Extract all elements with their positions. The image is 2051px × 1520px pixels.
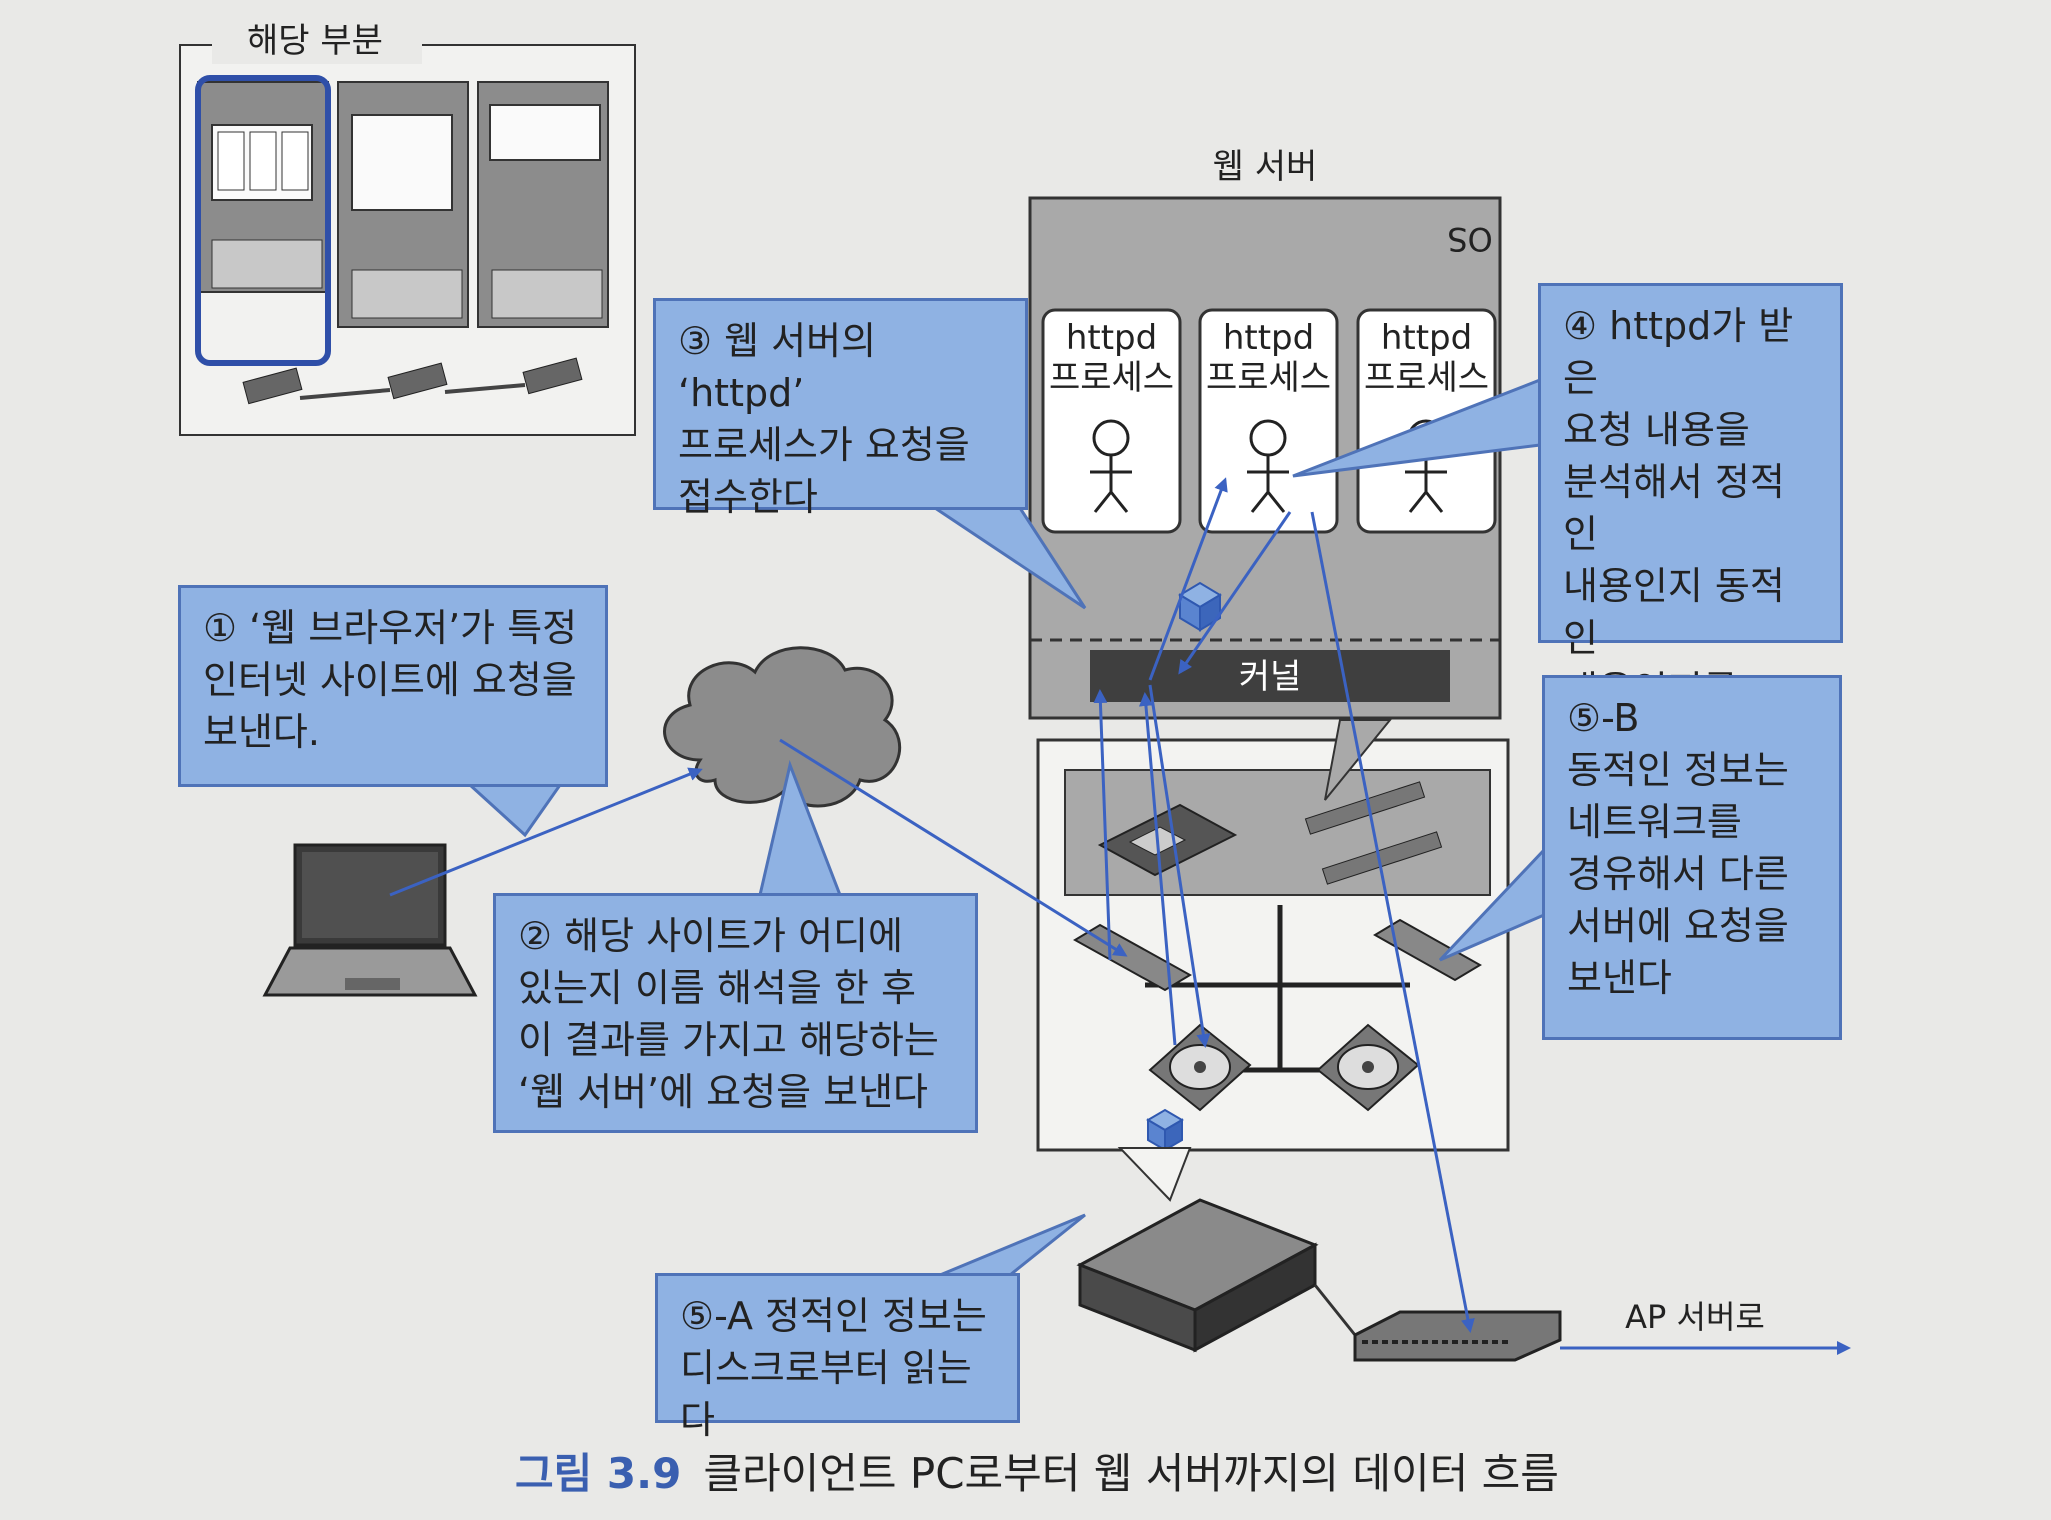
callout-step3: ③ 웹 서버의 ‘httpd’ 프로세스가 요청을 접수한다: [653, 298, 1028, 519]
highlight-frame: [195, 75, 331, 366]
httpd-process-2-name: httpd: [1222, 318, 1315, 358]
arrow-laptop-to-cloud: [389, 767, 703, 897]
httpd-process-3-type: 프로세스: [1363, 358, 1490, 398]
thumbnail-server-2: [337, 81, 469, 328]
network-switch-icon: [1353, 1310, 1562, 1362]
thumbnail-overview: [179, 28, 636, 436]
laptop-icon: [262, 843, 478, 997]
arrow-nic-to-kernel: [1093, 689, 1112, 961]
rack-server-icon: [1076, 1198, 1319, 1353]
callout-step2: ② 해당 사이트가 어디에 있는지 이름 해석을 한 후 이 결과를 가지고 해…: [493, 893, 978, 1133]
data-block-lower-icon: [1146, 1108, 1184, 1152]
callout-step5b: ⑤-B 동적인 정보는 네트워크를 경유해서 다른 서버에 요청을 보낸다: [1542, 675, 1842, 1040]
memory-icon: [1304, 781, 1443, 885]
arrow-httpd-to-kernel: [1178, 511, 1292, 675]
httpd-process-1: [1041, 308, 1182, 534]
data-block-upper-icon: [1178, 581, 1222, 632]
thumbnail-server-1: [197, 81, 329, 293]
thumbnail-label: 해당 부분: [247, 21, 383, 61]
callout-tail-step5a: [939, 1213, 1086, 1277]
callout-tail-step1: [466, 783, 563, 838]
httpd-process-3-label: httpd 프로세스: [1358, 318, 1495, 398]
figure-number: 그림 3.9: [515, 1449, 682, 1498]
callout-step1: ① ‘웹 브라우저’가 특정 인터넷 사이트에 요청을 보낸다.: [178, 585, 608, 787]
arrow-httpd-to-switch: [1310, 511, 1475, 1333]
figure-caption: 그림 3.9 클라이언트 PC로부터 웹 서버까지의 데이터 흐름: [515, 1440, 1559, 1501]
ap-server-label: AP 서버로: [1625, 1298, 1765, 1336]
httpd-process-2-label: httpd 프로세스: [1200, 318, 1337, 398]
httpd-process-3-name: httpd: [1380, 318, 1473, 358]
httpd-process-2-type: 프로세스: [1205, 358, 1332, 398]
flow-arrows: [389, 477, 1851, 1355]
web-server-title: 웹 서버: [1213, 147, 1318, 187]
figure-title: 클라이언트 PC로부터 웹 서버까지의 데이터 흐름: [703, 1449, 1559, 1498]
internet-cloud-icon: [663, 646, 902, 808]
httpd-process-1-type: 프로세스: [1048, 358, 1175, 398]
callout-tail-hardware: [1117, 1147, 1192, 1202]
disk-left-icon: [1148, 1023, 1252, 1112]
thumbnail-server-3: [477, 81, 609, 328]
httpd-process-1-label: httpd 프로세스: [1043, 318, 1180, 398]
arrow-cloud-to-nic: [779, 738, 1128, 957]
callout-step4: ④ httpd가 받은 요청 내용을 분석해서 정적인 내용인지 동적인 내용인…: [1538, 283, 1843, 764]
arrow-kernel-to-httpd: [1148, 477, 1228, 681]
kernel-label: 커널: [1239, 657, 1302, 697]
httpd-process-2: [1198, 308, 1339, 534]
callout-step5a: ⑤-A 정적인 정보는 디스크로부터 읽는다: [655, 1273, 1020, 1442]
arrow-disk-to-kernel: [1138, 692, 1177, 1046]
httpd-process-1-name: httpd: [1065, 318, 1158, 358]
arrow-kernel-to-disk: [1148, 684, 1211, 1048]
os-label: OS: [1447, 220, 1493, 258]
callout-tail-kernel: [1324, 719, 1393, 801]
